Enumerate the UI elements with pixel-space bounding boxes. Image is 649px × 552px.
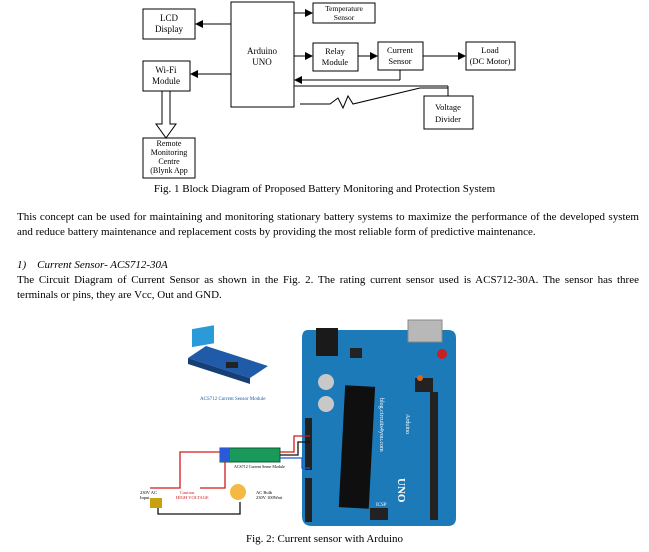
voltage-label-1: Voltage: [435, 102, 461, 112]
acs712-module-photo: ACS712 Current Sensor Module: [188, 325, 268, 402]
caution-label-1: Caution: [180, 490, 195, 495]
arduino-label-1: Arduino: [247, 46, 277, 56]
voltage-divider-block: [423, 95, 474, 130]
relay-label-1: Relay: [325, 46, 346, 56]
wifi-label-1: Wi-Fi: [155, 65, 177, 75]
lcd-label-2: Display: [155, 24, 183, 34]
circuit-figure: ACS712 Current Sensor Module UNO blog.ci…: [140, 319, 456, 526]
icsp-label: ICSP: [376, 503, 387, 508]
wire-ac-red-2: [200, 462, 226, 489]
section-number: 1): [17, 259, 27, 271]
remote-label-4: (Blynk App: [150, 166, 188, 175]
lcd-label-1: LCD: [160, 13, 179, 23]
section-title: Current Sensor- ACS712-30A: [37, 259, 168, 271]
module-caption: ACS712 Current Sensor Module: [200, 397, 266, 402]
arduino-board: UNO blog.circuits4you.com Arduino ICSP: [302, 319, 456, 526]
paragraph-1: This concept can be used for maintaining…: [17, 211, 639, 238]
sensor-module-text: ACS712 Current Sense Module: [234, 464, 285, 469]
temp-label-1: Temperature: [325, 4, 363, 13]
ac-input-label-2: Input: [140, 495, 150, 500]
uno-label: UNO: [395, 478, 407, 503]
voltage-label-2: Divider: [435, 114, 461, 124]
wire-ac-red: [150, 451, 220, 489]
plug-icon: [150, 498, 162, 508]
relay-label-2: Module: [322, 57, 349, 67]
temp-label-2: Sensor: [334, 13, 355, 22]
section-heading: 1) Current Sensor- ACS712-30A: [17, 259, 168, 271]
load-label-2: (DC Motor): [470, 56, 511, 66]
acs712-sensor-module: ACS712 Current Sense Module: [219, 447, 285, 469]
arduino-block: [230, 1, 295, 108]
wire-black: [280, 441, 310, 456]
bulb-label-2: 230V 100Watt: [256, 495, 283, 500]
wire-ac-black: [157, 502, 241, 515]
battery-line: [300, 87, 421, 110]
remote-label-2: Monitoring: [151, 148, 187, 157]
load-block: [465, 41, 516, 71]
block-diagram: LCD Display Arduino UNO Temperature Sens…: [142, 1, 516, 179]
paragraph-2: The Circuit Diagram of Current Sensor as…: [17, 274, 639, 301]
board-brand-label: Arduino: [404, 414, 410, 434]
bulb-icon: [230, 484, 246, 500]
arduino-label-2: UNO: [252, 57, 272, 67]
wire-blue: [280, 457, 310, 469]
remote-label-1: Remote: [157, 139, 182, 148]
caution-label-2: HIGH VOLTAGE: [176, 495, 209, 500]
current-label-2: Sensor: [388, 56, 411, 66]
board-site-label: blog.circuits4you.com: [378, 398, 384, 452]
temperature-sensor-block: [312, 2, 376, 24]
lcd-block: [142, 8, 196, 40]
load-label-1: Load: [481, 45, 499, 55]
figure2-caption: Fig. 2: Current sensor with Arduino: [245, 533, 404, 545]
current-label-1: Current: [387, 45, 414, 55]
bulb-label-1: AC Bulb: [256, 490, 273, 495]
remote-label-3: Centre: [158, 157, 180, 166]
figure1-caption: Fig. 1 Block Diagram of Proposed Battery…: [153, 183, 496, 195]
relay-module-block: [312, 42, 359, 72]
wire-red: [280, 435, 310, 453]
ac-input-label-1: 230V AC: [140, 490, 157, 495]
wifi-label-2: Module: [152, 76, 180, 86]
wifi-to-remote-arrow: [155, 90, 177, 139]
remote-monitoring-block: [142, 137, 196, 179]
